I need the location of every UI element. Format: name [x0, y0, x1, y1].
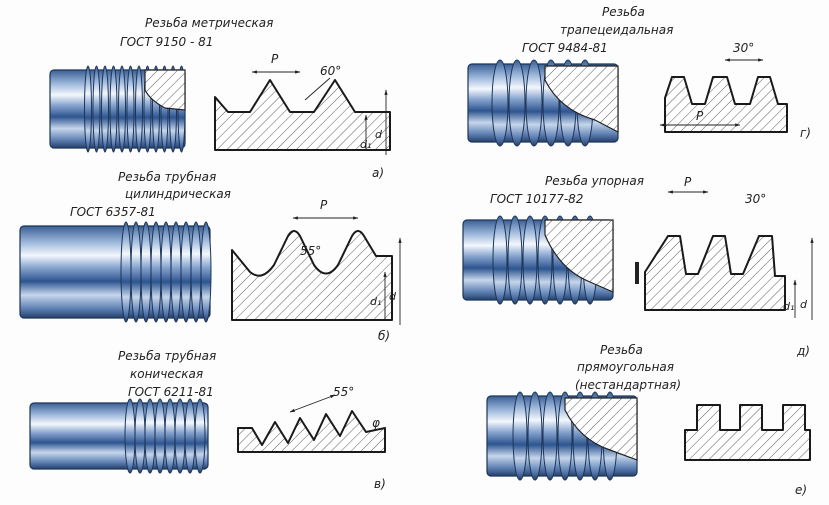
buttress-d1-label: d₁: [783, 300, 794, 313]
pipe-cyl-angle-label: 55°: [300, 244, 321, 258]
thread-ridge: [542, 391, 558, 481]
pipe-con-thread-profile: [237, 410, 386, 453]
panel-metric: Резьба метрическая ГОСТ 9150 - 81 P 60° …: [49, 16, 391, 180]
thread-ridge: [184, 398, 196, 474]
pipe-cyl-title-2: цилиндрическая: [125, 187, 231, 201]
trapez-pitch-label: P: [696, 109, 704, 123]
panel-pipe-conical: Резьба трубная коническая ГОСТ 6211-81 5…: [29, 349, 386, 491]
thread-ridge: [84, 65, 92, 153]
pipe-con-angle-label: 55°: [333, 385, 354, 399]
pipe-con-title-1: Резьба трубная: [118, 349, 216, 363]
thread-ridge: [134, 398, 146, 474]
panel-pipe-cylindrical: Резьба трубная цилиндрическая ГОСТ 6357-…: [19, 170, 402, 343]
thread-ridge: [507, 215, 523, 305]
thread-ridge: [150, 221, 162, 323]
trapez-title-1: Резьба: [602, 5, 645, 19]
square-screw-illustration: [486, 391, 638, 481]
thread-ridge: [200, 221, 212, 323]
metric-pitch-label: P: [271, 52, 279, 66]
trapez-angle-label: 30°: [733, 41, 754, 55]
pipe-con-figure-label: в): [374, 477, 386, 491]
metric-standard: ГОСТ 9150 - 81: [120, 35, 213, 49]
thread-ridge: [525, 59, 543, 147]
pipe-cyl-standard: ГОСТ 6357-81: [70, 205, 156, 219]
thread-ridge: [194, 398, 206, 474]
screw-section-cut: [564, 397, 638, 461]
thread-ridge: [160, 221, 172, 323]
thread-ridge: [170, 221, 182, 323]
buttress-thread-profile: [644, 235, 786, 311]
pipe-cyl-pitch-label: P: [320, 198, 328, 212]
buttress-pitch-label: P: [684, 175, 692, 189]
thread-ridge: [512, 391, 528, 481]
thread-ridge: [492, 215, 508, 305]
metric-d1-label: d₁: [360, 138, 371, 151]
thread-ridge: [124, 398, 136, 474]
thread-ridge: [135, 65, 143, 153]
thread-ridge: [144, 398, 156, 474]
thread-ridge: [527, 391, 543, 481]
trapez-thread-profile: [664, 76, 788, 133]
buttress-screw-illustration: [462, 215, 614, 305]
pipe-con-title-2: коническая: [130, 367, 203, 381]
pipe-con-screw-illustration: [29, 398, 209, 474]
panel-square: Резьба прямоугольная (нестандартная) е): [486, 343, 811, 497]
metric-thread-profile: [214, 79, 391, 151]
metric-angle-label: 60°: [320, 64, 341, 78]
square-figure-label: е): [795, 483, 807, 497]
metric-d-label: d: [375, 128, 383, 141]
pipe-cyl-screw-illustration: [19, 221, 212, 323]
thread-ridge: [522, 215, 538, 305]
thread-ridge: [126, 65, 135, 153]
thread-ridge: [92, 65, 101, 153]
thread-ridge: [130, 221, 142, 323]
thread-ridge: [491, 59, 509, 147]
pipe-cyl-d-label: d: [389, 290, 397, 303]
square-title-2: прямоугольная: [577, 360, 674, 374]
metric-screw-illustration: [49, 65, 186, 153]
panel-trapezoidal: Резьба трапецеидальная ГОСТ 9484-81 30° …: [467, 5, 811, 147]
buttress-figure-label: д): [796, 344, 810, 358]
metric-angle-leader: [304, 77, 331, 101]
trapez-screw-illustration: [467, 59, 619, 147]
thread-ridge: [174, 398, 186, 474]
metric-title: Резьба метрическая: [145, 16, 273, 30]
square-title-1: Резьба: [600, 343, 643, 357]
thread-ridge: [120, 221, 132, 323]
screw-section-cut: [544, 65, 619, 133]
thread-ridge: [154, 398, 166, 474]
trapez-standard: ГОСТ 9484-81: [522, 41, 608, 55]
square-title-3: (нестандартная): [575, 378, 681, 392]
panel-buttress: Резьба упорная ГОСТ 10177-82 P 30° d₁ d …: [462, 174, 814, 358]
thread-ridge: [190, 221, 202, 323]
thread-ridge: [508, 59, 526, 147]
thread-ridge: [101, 65, 109, 153]
buttress-marker: [635, 262, 639, 284]
buttress-standard: ГОСТ 10177-82: [490, 192, 583, 206]
square-thread-profile: [684, 404, 811, 461]
buttress-angle-label: 30°: [745, 192, 766, 206]
metric-figure-label: а): [372, 166, 384, 180]
pipe-con-phi-label: φ: [372, 416, 380, 430]
buttress-d-label: d: [800, 298, 808, 311]
pipe-cyl-d1-label: d₁: [370, 295, 381, 308]
pipe-cyl-figure-label: б): [378, 329, 390, 343]
thread-ridge: [164, 398, 176, 474]
thread-ridge: [118, 65, 126, 153]
screw-section-cut: [144, 69, 186, 111]
trapez-title-2: трапецеидальная: [560, 23, 673, 37]
buttress-title: Резьба упорная: [545, 174, 644, 188]
pipe-con-angle-dim: [289, 394, 336, 413]
pipe-cyl-title-1: Резьба трубная: [118, 170, 216, 184]
thread-ridge: [109, 65, 118, 153]
screw-section-cut: [544, 219, 614, 293]
thread-ridge: [180, 221, 192, 323]
trapez-figure-label: г): [800, 126, 811, 140]
pipe-cyl-thread-profile: [231, 230, 393, 321]
thread-ridge: [140, 221, 152, 323]
pipe-con-standard: ГОСТ 6211-81: [128, 385, 214, 399]
